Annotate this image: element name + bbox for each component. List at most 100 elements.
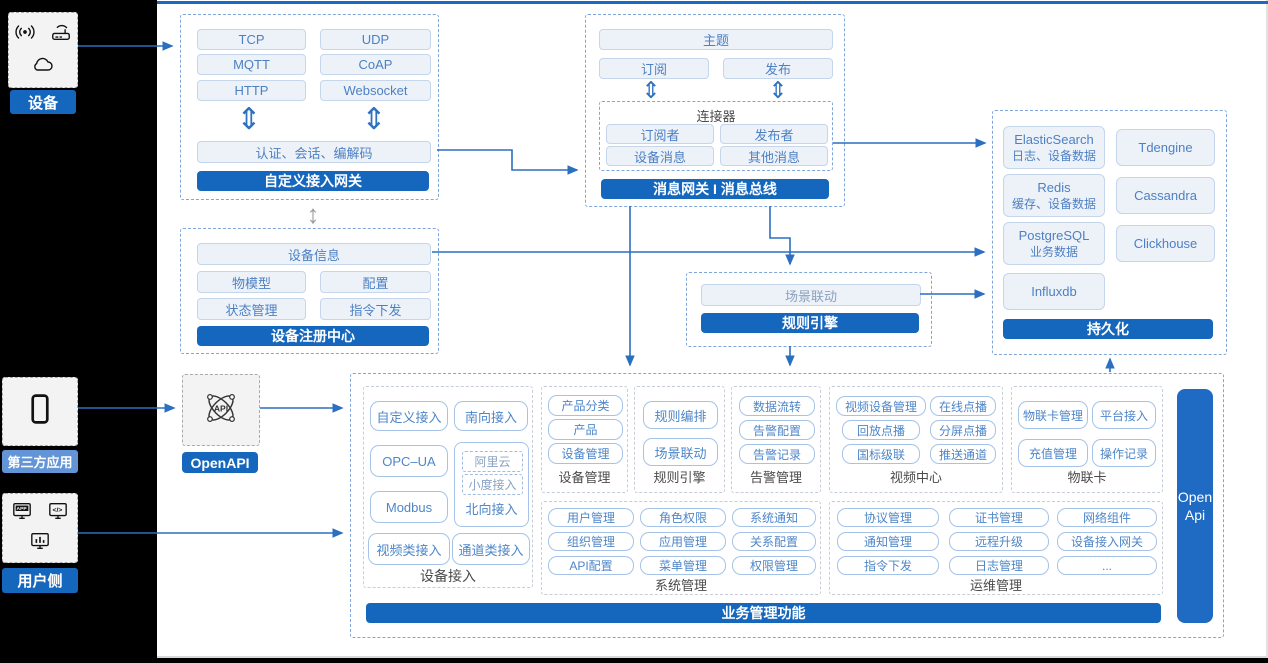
protocol-websocket: Websocket <box>320 80 431 101</box>
db-name: ElasticSearch <box>1014 131 1094 147</box>
platform-access-item: 平台接入 <box>1092 401 1156 429</box>
tdengine-box: Tdengine <box>1116 129 1215 166</box>
custom-access-item: 自定义接入 <box>370 401 448 431</box>
protocol-http: HTTP <box>197 80 306 101</box>
api-config-item: API配置 <box>548 556 634 575</box>
topic-box: 主题 <box>599 29 833 50</box>
system-notice-item: 系统通知 <box>732 508 816 527</box>
device-mgmt-item: 设备管理 <box>548 443 623 464</box>
protocol-mqtt: MQTT <box>197 54 306 75</box>
elasticsearch-box: ElasticSearch 日志、设备数据 <box>1003 126 1105 169</box>
device-access-section: 自定义接入 南向接入 OPC–UA 阿里云 小度接入 北向接入 Modbus 视… <box>363 386 533 588</box>
cassandra-box: Cassandra <box>1116 177 1215 214</box>
iot-card-section: 物联卡管理 平台接入 充值管理 操作记录 物联卡 <box>1011 386 1163 493</box>
remote-upgrade-item: 远程升级 <box>949 532 1049 551</box>
subscriber-box: 订阅者 <box>606 124 714 144</box>
video-center-label: 视频中心 <box>889 470 942 485</box>
double-arrow-icon: ⇕ <box>361 103 387 136</box>
publisher-box: 发布者 <box>720 124 828 144</box>
scene-linkage-box: 场景联动 <box>701 284 921 306</box>
db-desc: 业务数据 <box>1029 245 1078 260</box>
message-bus-box: 主题 订阅 发布 ⇕ ⇕ 连接器 订阅者 发布者 设备消息 其他消息 消息网关 … <box>585 14 845 207</box>
open-api-vertical-bar: Open Api <box>1177 389 1213 623</box>
network-component-item: 网络组件 <box>1057 508 1157 527</box>
chart-icon <box>28 531 52 556</box>
code-icon: </> <box>47 501 69 526</box>
relation-config-item: 关系配置 <box>732 532 816 551</box>
top-accent-line <box>157 1 1268 4</box>
command-issue-box: 指令下发 <box>320 298 431 320</box>
rule-orchestration-item: 规则编排 <box>643 401 718 429</box>
device-access-label: 设备接入 <box>420 568 476 584</box>
svg-text:</>: </> <box>53 506 63 513</box>
more-item: ... <box>1057 556 1157 575</box>
protocol-mgmt-item: 协议管理 <box>837 508 939 527</box>
splitscreen-vod-item: 分屏点播 <box>930 420 996 440</box>
rail-label-user-side-text: 用户侧 <box>17 573 63 590</box>
push-channel-item: 推送通道 <box>930 444 996 464</box>
connector-box: 连接器 订阅者 发布者 设备消息 其他消息 <box>599 101 833 171</box>
double-arrow-icon: ⇕ <box>641 77 661 103</box>
rule-engine-section: 规则编排 场景联动 规则引擎 <box>634 386 725 493</box>
playback-vod-item: 回放点播 <box>842 420 920 440</box>
persistence-box: ElasticSearch 日志、设备数据 Tdengine Redis 缓存、… <box>992 110 1227 355</box>
thing-model-box: 物模型 <box>197 271 306 293</box>
alarm-mgmt-label: 告警管理 <box>749 470 802 485</box>
system-mgmt-label: 系统管理 <box>654 578 707 593</box>
system-mgmt-section: 用户管理 角色权限 系统通知 组织管理 应用管理 关系配置 API配置 菜单管理… <box>541 501 821 595</box>
iot-card-label: 物联卡 <box>1067 470 1107 485</box>
phone-icon <box>25 392 55 431</box>
publish-box: 发布 <box>723 58 833 79</box>
other-message-box: 其他消息 <box>720 146 828 166</box>
db-desc: 日志、设备数据 <box>1011 149 1096 164</box>
log-mgmt-item: 日志管理 <box>949 556 1049 575</box>
rail-label-third-party: 第三方应用 <box>2 450 78 473</box>
protocol-tcp: TCP <box>197 29 306 50</box>
channel-access-item: 通道类接入 <box>452 533 530 565</box>
status-mgmt-box: 状态管理 <box>197 298 306 320</box>
config-box: 配置 <box>320 271 431 293</box>
svg-text:API: API <box>214 403 228 413</box>
notice-mgmt-item: 通知管理 <box>837 532 939 551</box>
rail-label-user-side: 用户侧 <box>2 568 78 593</box>
api-atom-icon: API <box>198 385 244 436</box>
permission-mgmt-item: 权限管理 <box>732 556 816 575</box>
clickhouse-box: Clickhouse <box>1116 225 1215 262</box>
product-category-item: 产品分类 <box>548 395 623 416</box>
custom-gateway-box: TCP UDP MQTT CoAP HTTP Websocket ⇕ ⇕ 认证、… <box>180 14 439 200</box>
session-codec-box: 认证、会话、编解码 <box>197 141 431 163</box>
operation-record-item: 操作记录 <box>1092 439 1156 467</box>
device-registry-title-bar: 设备注册中心 <box>197 326 429 346</box>
southbound-access-item: 南向接入 <box>454 401 528 431</box>
aliyun-item: 阿里云 <box>462 451 523 472</box>
svg-text:APP: APP <box>17 506 28 512</box>
device-access-gateway-item: 设备接入网关 <box>1057 532 1157 551</box>
rule-engine-label: 规则引擎 <box>653 470 706 485</box>
iot-card-mgmt-item: 物联卡管理 <box>1018 401 1088 429</box>
app-mgmt-item: 应用管理 <box>640 532 726 551</box>
device-mgmt-section: 产品分类 产品 设备管理 设备管理 <box>541 386 628 493</box>
vertical-double-arrow-icon: ↕ <box>306 199 320 229</box>
device-icon-box <box>8 12 78 88</box>
rule-engine-box: 场景联动 规则引擎 <box>686 272 932 347</box>
northbound-access-label: 北向接入 <box>465 502 518 517</box>
command-issue-item: 指令下发 <box>837 556 939 575</box>
db-desc: 缓存、设备数据 <box>1011 197 1096 212</box>
protocol-udp: UDP <box>320 29 431 50</box>
scene-linkage-item: 场景联动 <box>643 438 718 466</box>
video-access-item: 视频类接入 <box>368 533 450 565</box>
video-device-mgmt-item: 视频设备管理 <box>836 396 926 416</box>
influxdb-box: Influxdb <box>1003 273 1105 310</box>
business-mgmt-title-bar: 业务管理功能 <box>366 603 1161 623</box>
product-item: 产品 <box>548 419 623 440</box>
db-name: Redis <box>1037 179 1071 195</box>
app-icon: APP <box>11 501 33 526</box>
device-registry-box: 设备信息 物模型 配置 状态管理 指令下发 设备注册中心 <box>180 228 439 354</box>
protocol-coap: CoAP <box>320 54 431 75</box>
device-mgmt-label: 设备管理 <box>558 470 611 485</box>
rail-label-device: 设备 <box>10 90 76 114</box>
cert-mgmt-item: 证书管理 <box>949 508 1049 527</box>
opc-ua-item: OPC–UA <box>370 445 448 477</box>
redis-box: Redis 缓存、设备数据 <box>1003 174 1105 217</box>
ops-mgmt-section: 协议管理 证书管理 网络组件 通知管理 远程升级 设备接入网关 指令下发 日志管… <box>829 501 1163 595</box>
